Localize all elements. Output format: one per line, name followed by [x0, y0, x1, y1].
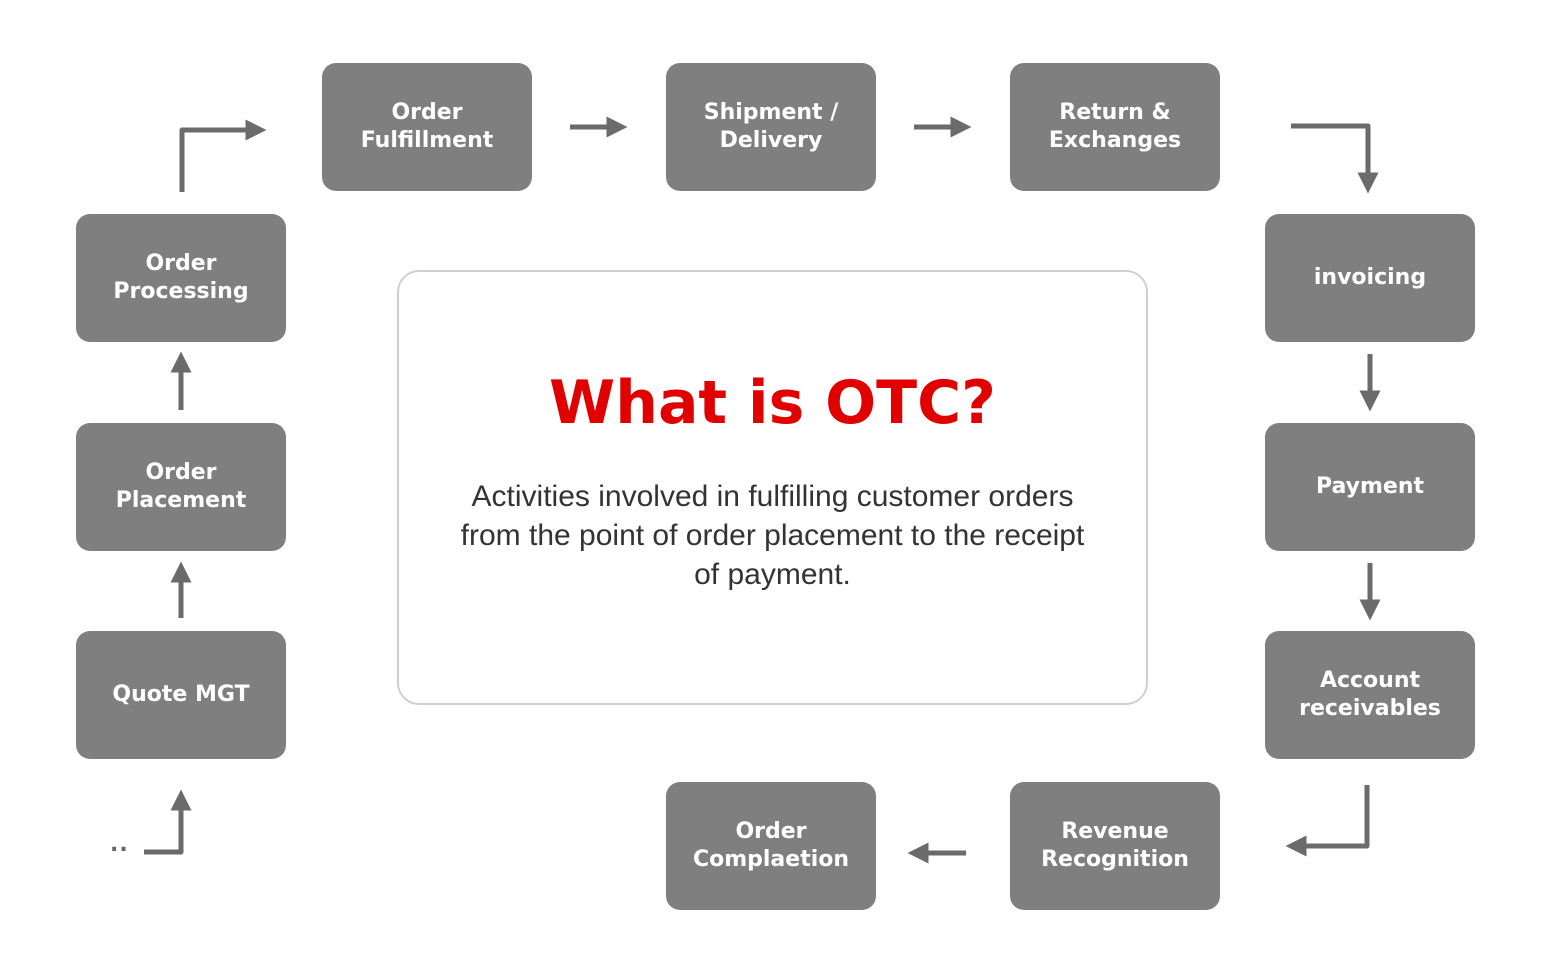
otc-title: What is OTC?: [549, 368, 996, 438]
step-order-completion-label: Order Complaetion: [692, 819, 850, 872]
step-payment-label: Payment: [1315, 474, 1425, 499]
step-invoicing: invoicing: [1265, 214, 1475, 342]
step-account-receivables: Account receivables: [1265, 631, 1475, 759]
arrow-return-to-invoicing: [1291, 123, 1379, 194]
step-return-exchanges-label: Return & Exchanges: [1048, 100, 1182, 153]
step-shipment-delivery-label: Shipment / Delivery: [703, 100, 839, 153]
step-account-receivables-label: Account receivables: [1299, 668, 1441, 721]
step-return-exchanges: Return & Exchanges: [1010, 63, 1220, 191]
step-revenue-recognition: Revenue Recognition: [1010, 782, 1220, 910]
arrow-processing-to-fulfillment: [179, 119, 267, 192]
step-shipment-delivery: Shipment / Delivery: [666, 63, 876, 191]
step-payment: Payment: [1265, 423, 1475, 551]
otc-definition-panel: What is OTC? Activities involved in fulf…: [397, 270, 1148, 705]
arrow-receivables-to-revenue: [1285, 785, 1370, 857]
step-order-placement: Order Placement: [76, 423, 286, 551]
step-order-placement-label: Order Placement: [115, 460, 247, 513]
otc-description: Activities involved in fulfilling custom…: [460, 480, 1085, 591]
arrow-ellipsis-to-quote: [144, 789, 192, 855]
step-order-fulfillment-label: Order Fulfillment: [360, 100, 494, 153]
step-quote-mgt: Quote MGT: [76, 631, 286, 759]
continuation-ellipsis: ..: [110, 832, 129, 857]
step-quote-mgt-label: Quote MGT: [112, 682, 250, 707]
step-invoicing-label: invoicing: [1313, 265, 1427, 290]
step-order-fulfillment: Order Fulfillment: [322, 63, 532, 191]
step-order-processing-label: Order Processing: [113, 251, 249, 304]
step-order-completion: Order Complaetion: [666, 782, 876, 910]
step-order-processing: Order Processing: [76, 214, 286, 342]
step-revenue-recognition-label: Revenue Recognition: [1041, 819, 1189, 872]
